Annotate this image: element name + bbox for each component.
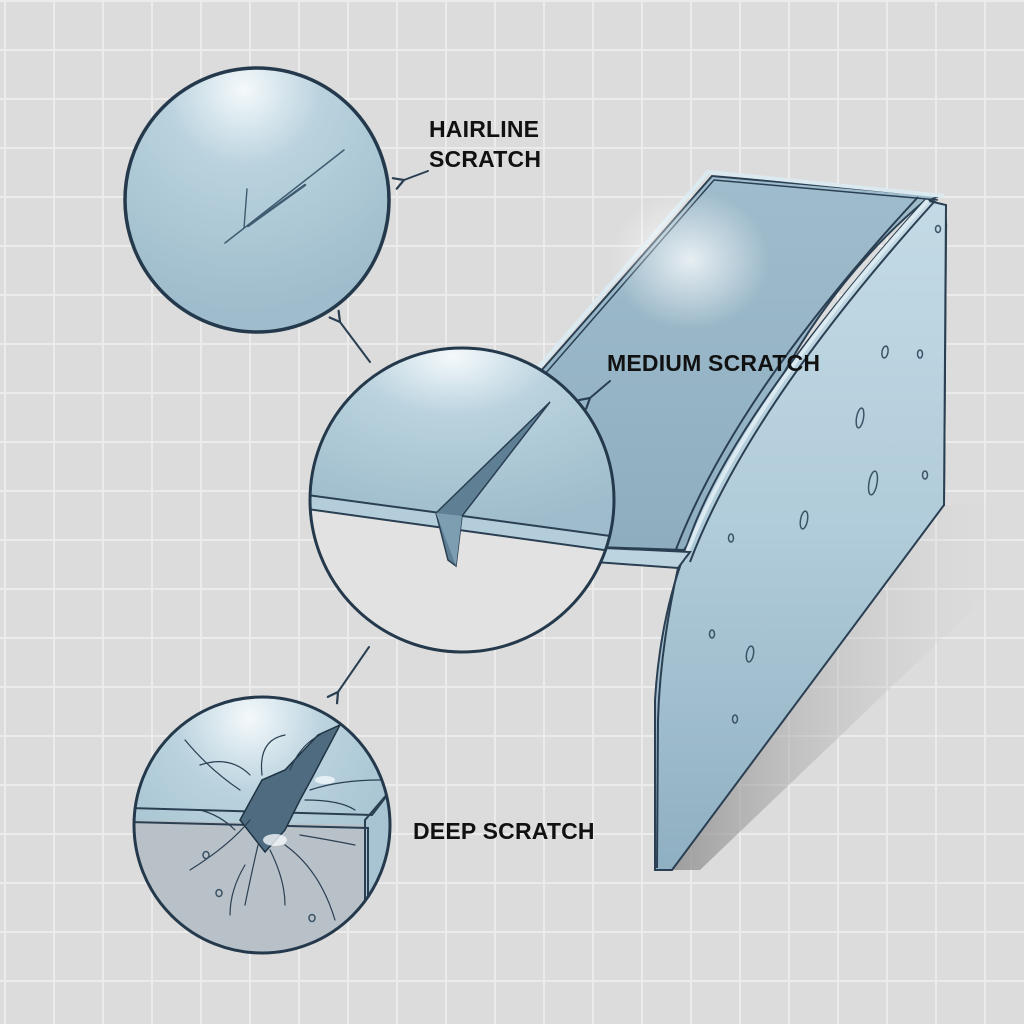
callout-arrows [326,170,611,705]
deep-scratch-lens [132,695,392,955]
deep-scratch-label: DEEP SCRATCH [413,818,595,844]
arrow-to-medium-label [577,380,611,410]
arrow-medium-to-deep [326,646,370,705]
hairline-label-line1: HAIRLINE [429,116,540,142]
hairline-scratch-mark [224,149,345,244]
metal-panel [536,169,948,871]
hairline-scratch-label: HAIRLINE SCRATCH [429,114,541,174]
hairline-label-line2: SCRATCH [429,146,542,172]
arrow-medium-to-hairline [328,309,371,363]
hairline-scratch-lens [123,66,391,334]
medium-scratch-lens [308,346,616,654]
panel-shadow [672,505,1024,870]
medium-scratch-label: MEDIUM SCRATCH [607,350,821,376]
arrow-to-hairline-label [391,170,429,190]
